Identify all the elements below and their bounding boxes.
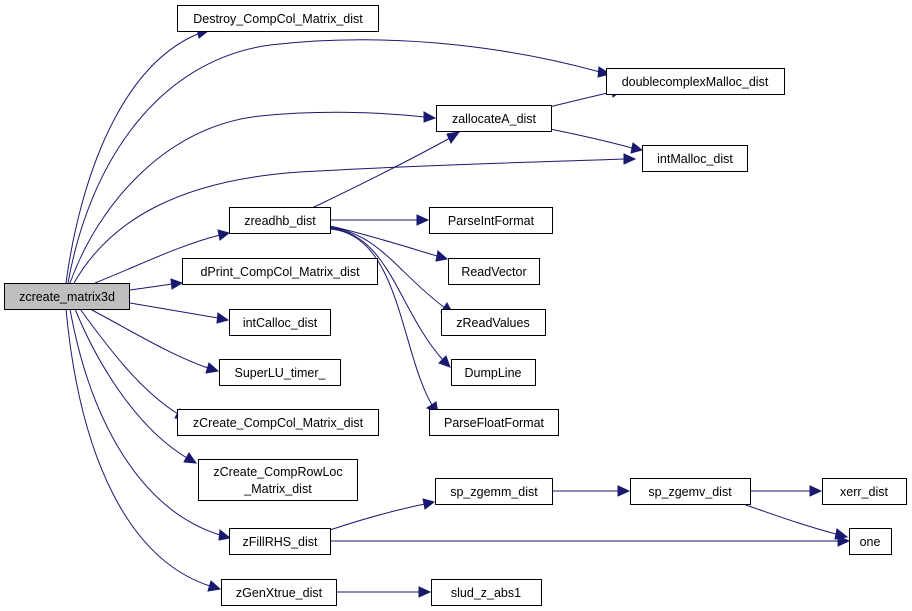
node-zgenxtrue-dist[interactable]: zGenXtrue_dist xyxy=(221,579,337,606)
edge-root-zgenx xyxy=(65,308,222,592)
svg-text:ParseFloatFormat: ParseFloatFormat xyxy=(444,416,545,430)
node-zfillrhs-dist[interactable]: zFillRHS_dist xyxy=(229,528,331,555)
edge-zallocA-intmalloc xyxy=(544,127,644,154)
edge-root-intmalloc xyxy=(73,153,637,284)
node-zreadhb-dist[interactable]: zreadhb_dist xyxy=(229,207,331,234)
node-xerr-dist[interactable]: xerr_dist xyxy=(822,478,907,505)
svg-text:zCreate_CompRowLoc: zCreate_CompRowLoc xyxy=(213,465,342,479)
edge-root-zallocA xyxy=(69,111,437,284)
edge-zreadhb-parseint xyxy=(330,214,430,226)
edge-zreadhb-parsefloat xyxy=(329,228,439,414)
edge-root-zfillrhs xyxy=(69,308,232,541)
node-intmalloc-dist[interactable]: intMalloc_dist xyxy=(642,145,748,172)
svg-text:one: one xyxy=(860,535,881,549)
node-slud-z-abs1[interactable]: slud_z_abs1 xyxy=(431,579,542,606)
svg-text:zcreate_matrix3d: zcreate_matrix3d xyxy=(19,290,115,304)
node-superlu-timer[interactable]: SuperLU_timer_ xyxy=(219,359,341,386)
svg-text:zreadhb_dist: zreadhb_dist xyxy=(244,214,316,228)
edge-zfillrhs-one xyxy=(329,535,851,547)
node-readvector[interactable]: ReadVector xyxy=(448,258,540,285)
edge-spzgemv-one xyxy=(739,502,849,540)
node-doublecomplexmalloc-dist[interactable]: doublecomplexMalloc_dist xyxy=(606,68,785,95)
node-sp-zgemv-dist[interactable]: sp_zgemv_dist xyxy=(630,478,751,505)
node-intcalloc-dist[interactable]: intCalloc_dist xyxy=(229,309,331,336)
node-zcreate-comprowloc-matrix-dist[interactable]: zCreate_CompRowLoc _Matrix_dist xyxy=(198,459,358,501)
svg-text:zReadValues: zReadValues xyxy=(456,316,529,330)
edge-root-intcalloc xyxy=(129,302,230,324)
edge-zreadhb-readvec xyxy=(329,225,449,262)
edge-spzgemm-spzgemv xyxy=(551,485,631,497)
edge-spzgemv-xerr xyxy=(749,485,823,497)
svg-text:sp_zgemm_dist: sp_zgemm_dist xyxy=(450,485,538,499)
node-zreadvalues[interactable]: zReadValues xyxy=(441,309,546,336)
svg-text:zallocateA_dist: zallocateA_dist xyxy=(452,112,537,126)
node-dumpline[interactable]: DumpLine xyxy=(451,359,536,386)
svg-text:zGenXtrue_dist: zGenXtrue_dist xyxy=(236,586,323,600)
edge-zfillrhs-spzgemm xyxy=(329,498,436,531)
node-dprint-compcol-matrix-dist[interactable]: dPrint_CompCol_Matrix_dist xyxy=(182,258,378,285)
edge-root-dcmalloc xyxy=(67,39,612,284)
svg-text:DumpLine: DumpLine xyxy=(465,366,522,380)
node-sp-zgemm-dist[interactable]: sp_zgemm_dist xyxy=(435,478,553,505)
node-zallocatea-dist[interactable]: zallocateA_dist xyxy=(436,105,552,132)
edge-root-zcreaterl xyxy=(74,308,198,464)
svg-text:sp_zgemv_dist: sp_zgemv_dist xyxy=(648,485,732,499)
svg-text:zFillRHS_dist: zFillRHS_dist xyxy=(242,535,318,549)
edge-root-timer xyxy=(89,308,220,374)
svg-text:doublecomplexMalloc_dist: doublecomplexMalloc_dist xyxy=(622,75,769,89)
svg-text:intCalloc_dist: intCalloc_dist xyxy=(243,316,318,330)
svg-text:SuperLU_timer_: SuperLU_timer_ xyxy=(234,366,326,380)
edge-zreadhb-zallocA xyxy=(311,131,461,209)
svg-text:_Matrix_dist: _Matrix_dist xyxy=(243,482,312,496)
svg-text:ParseIntFormat: ParseIntFormat xyxy=(448,214,535,228)
svg-text:dPrint_CompCol_Matrix_dist: dPrint_CompCol_Matrix_dist xyxy=(200,265,360,279)
node-destroy-compcol-matrix-dist[interactable]: Destroy_CompCol_Matrix_dist xyxy=(177,5,379,32)
edge-root-zreadhb xyxy=(94,229,231,284)
svg-text:zCreate_CompCol_Matrix_dist: zCreate_CompCol_Matrix_dist xyxy=(193,416,364,430)
node-parseintformat[interactable]: ParseIntFormat xyxy=(429,207,553,234)
edge-zgenx-sluabs xyxy=(336,586,432,598)
svg-text:ReadVector: ReadVector xyxy=(461,265,526,279)
edge-root-dprint xyxy=(129,278,184,291)
node-zcreate-compcol-matrix-dist[interactable]: zCreate_CompCol_Matrix_dist xyxy=(177,409,379,436)
node-parsefloatformat[interactable]: ParseFloatFormat xyxy=(429,409,559,436)
node-one[interactable]: one xyxy=(849,528,892,555)
svg-text:Destroy_CompCol_Matrix_dist: Destroy_CompCol_Matrix_dist xyxy=(193,12,363,26)
svg-text:xerr_dist: xerr_dist xyxy=(840,485,888,499)
svg-text:intMalloc_dist: intMalloc_dist xyxy=(657,152,733,166)
svg-text:slud_z_abs1: slud_z_abs1 xyxy=(451,586,521,600)
edge-zreadhb-dumpline xyxy=(329,227,451,368)
node-zcreate-matrix3d[interactable]: zcreate_matrix3d xyxy=(4,283,130,310)
